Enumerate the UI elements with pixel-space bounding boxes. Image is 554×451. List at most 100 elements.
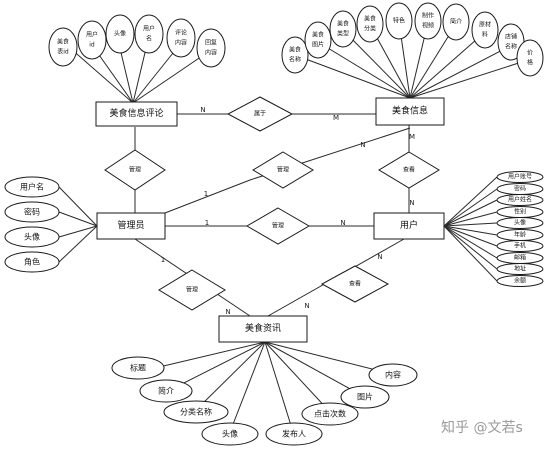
food-attr-text: 类型 — [337, 30, 349, 38]
relation-user-news-label: 查看 — [349, 280, 361, 288]
relation-admin-review: 管理 — [104, 149, 166, 191]
user-attr: 地址 — [496, 263, 544, 275]
food-attr-text: 美食 — [337, 20, 349, 28]
news-attr: 点击次数 — [301, 402, 359, 426]
card-au-left: 1 — [205, 219, 209, 227]
review-attr-text: 表id — [57, 48, 69, 56]
food-attr-text: 美食 — [312, 31, 324, 39]
food-attr: 特色 — [385, 2, 413, 40]
food-attr-text: 原材 — [479, 21, 491, 29]
news-attributes: 标题 简介 分类名称 头像 发布人 点击次数 图片 内容 — [111, 356, 418, 446]
user-attr-text: 邮箱 — [514, 254, 526, 262]
card-un-top: N — [377, 253, 382, 261]
review-attributes: 美食 表id 用户 id 头像 用户 名 评论 内容 回复 内容 — [48, 14, 226, 68]
food-attr: 价 格 — [516, 39, 544, 77]
food-attr: 简介 — [442, 3, 470, 41]
food-attr-text: 店铺 — [505, 33, 517, 41]
review-attr-text: 回复 — [205, 39, 217, 47]
relation-admin-news: 管理 — [158, 269, 226, 311]
relation-admin-food: 管理 — [252, 151, 314, 189]
news-attr: 内容 — [368, 363, 418, 387]
food-attr: 美食 分类 — [356, 5, 384, 43]
card-rf-right: M — [333, 114, 339, 122]
news-attr-text: 内容 — [385, 370, 401, 380]
cardinality-labels: N M N 1 M N 1 N 1 N N N — [161, 106, 415, 316]
review-attr-text: 内容 — [205, 49, 217, 57]
news-attr: 标题 — [111, 356, 165, 380]
news-attr-text: 简介 — [158, 386, 174, 396]
admin-attr: 密码 — [4, 201, 60, 223]
food-attr-text: 料 — [482, 31, 488, 39]
entity-food-news: 美食资讯 — [218, 315, 308, 343]
admin-attributes: 用户名 密码 头像 角色 — [4, 176, 60, 273]
food-attr: 美食 图片 — [304, 21, 332, 59]
card-uf-top: M — [409, 133, 415, 141]
news-attr: 图片 — [340, 385, 390, 409]
news-attr-text: 点击次数 — [314, 409, 346, 419]
card-un-bottom: N — [304, 302, 309, 310]
user-attr: 年龄 — [496, 229, 544, 241]
card-au-right: N — [340, 219, 345, 227]
user-attr: 邮箱 — [496, 252, 544, 264]
user-attr: 性别 — [496, 206, 544, 218]
food-attr-text: 格 — [527, 59, 533, 67]
admin-attr-text: 密码 — [24, 207, 40, 217]
admin-attr: 角色 — [4, 251, 60, 273]
admin-attr: 用户名 — [4, 176, 60, 198]
user-attr: 头像 — [496, 217, 544, 229]
review-attr: 评论 内容 — [166, 18, 196, 58]
relation-user-food: 查看 — [378, 151, 440, 189]
food-attr-text: 价 — [527, 50, 533, 57]
card-uf-bottom: N — [409, 199, 414, 207]
food-attributes: 美食 名称 美食 图片 美食 类型 美食 分类 特色 制作 视频 — [281, 2, 544, 77]
card-af-end: N — [360, 141, 365, 149]
relation-admin-food-label: 管理 — [277, 166, 289, 174]
review-attr-text: 评论 — [175, 29, 187, 37]
entity-food-review: 美食信息评论 — [95, 101, 178, 127]
review-attr: 用户 id — [77, 20, 107, 60]
card-an-bottom: N — [225, 308, 230, 316]
food-attr-text: 特色 — [393, 17, 405, 25]
food-attr: 美食 名称 — [281, 36, 309, 74]
review-attr: 美食 表id — [48, 27, 78, 67]
review-attr-text: 美食 — [57, 38, 69, 46]
relation-user-food-label: 查看 — [403, 166, 415, 174]
entity-food-review-label: 美食信息评论 — [109, 107, 163, 119]
review-attr-text: 内容 — [175, 39, 187, 47]
food-attr-text: 制作 — [422, 12, 434, 20]
entity-food-info-label: 美食信息 — [392, 105, 428, 117]
relation-review-food-label: 属于 — [254, 111, 266, 118]
review-attr-text: 用户 — [143, 25, 155, 33]
card-rf-left: N — [200, 106, 205, 114]
relation-review-food: 属于 — [226, 96, 294, 132]
entity-food-info: 美食信息 — [375, 97, 445, 126]
food-attr: 制作 视频 — [414, 2, 442, 40]
user-attr-text: 密码 — [514, 185, 526, 193]
user-attr-text: 年龄 — [514, 231, 526, 239]
admin-attr-text: 头像 — [24, 232, 40, 242]
user-attributes: 用户账号 密码 用户姓名 性别 头像 年龄 手机 邮箱 — [496, 171, 544, 287]
food-attr-text: 美食 — [364, 15, 376, 23]
food-attr: 美食 类型 — [329, 10, 357, 48]
review-attr: 头像 — [105, 14, 135, 54]
food-attr-text: 视频 — [422, 22, 434, 30]
user-attr: 用户账号 — [496, 171, 544, 183]
review-attr: 回复 内容 — [196, 28, 226, 68]
user-attr-text: 地址 — [514, 265, 526, 273]
user-attr: 手机 — [496, 240, 544, 252]
entity-user-label: 用户 — [400, 219, 418, 231]
food-attr: 原材 料 — [471, 11, 499, 49]
user-attr: 余额 — [496, 275, 544, 287]
review-attr-text: 名 — [146, 35, 152, 43]
entity-user: 用户 — [373, 212, 445, 240]
user-attr-text: 用户账号 — [508, 173, 532, 181]
food-attr-text: 名称 — [505, 43, 517, 51]
admin-attr: 头像 — [4, 226, 60, 248]
card-an-top: 1 — [161, 256, 165, 264]
user-attr-text: 手机 — [514, 242, 526, 250]
news-attr: 简介 — [139, 379, 193, 403]
news-attr: 发布人 — [265, 422, 323, 446]
review-attr-text: id — [89, 42, 95, 49]
user-attr: 用户姓名 — [496, 194, 544, 206]
